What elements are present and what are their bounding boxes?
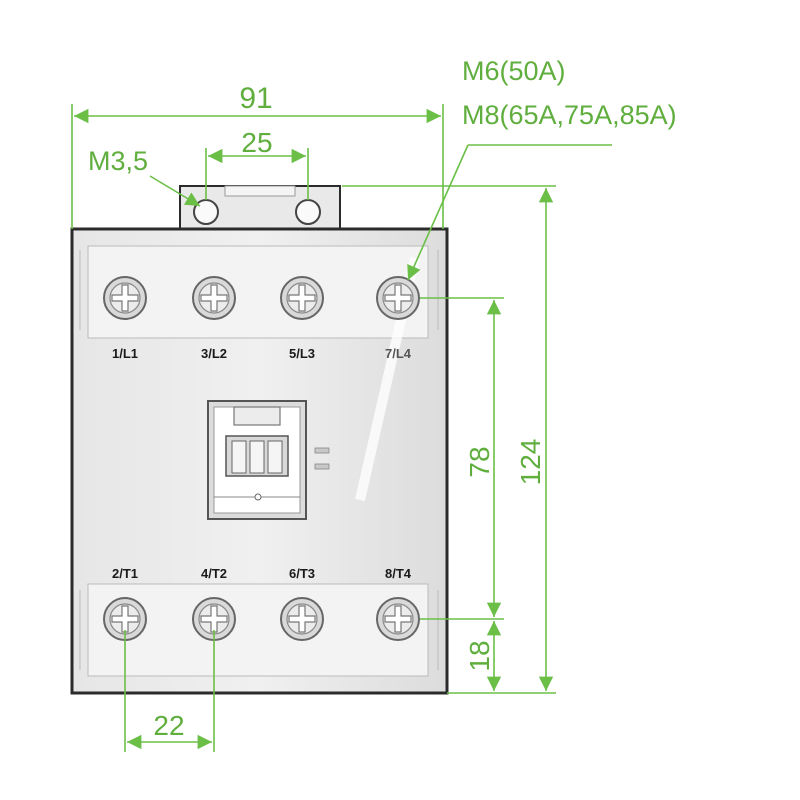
- indicator-slot: [314, 463, 330, 470]
- dimension-screw-spacing-top: 25: [205, 127, 309, 200]
- dimension-value: 22: [153, 710, 184, 741]
- terminal-screw: [103, 276, 147, 320]
- dimension-value: 78: [464, 446, 495, 477]
- terminal-screw: [376, 276, 420, 320]
- callout-small-screw: M3,5: [88, 146, 201, 207]
- dimension-value: 124: [515, 439, 546, 486]
- terminal-label-bottom: 8/T4: [385, 566, 412, 581]
- indicator-slot: [314, 447, 330, 454]
- terminal-label-top: 5/L3: [289, 346, 315, 361]
- terminal-label-bottom: 6/T3: [289, 566, 315, 581]
- dimension-bottom-offset: 18: [464, 621, 502, 691]
- callout-text: M3,5: [88, 146, 148, 176]
- armature-window: [207, 400, 307, 520]
- dimension-overall-height: 124: [342, 185, 556, 694]
- mounting-hole: [193, 199, 219, 225]
- dimension-value: 18: [464, 640, 495, 671]
- dimension-value: 91: [239, 82, 272, 115]
- dimension-value: 25: [241, 127, 272, 158]
- terminal-screw: [376, 597, 420, 641]
- terminal-label-top: 1/L1: [112, 346, 138, 361]
- terminal-screw: [280, 276, 324, 320]
- terminal-label-top: 3/L2: [201, 346, 227, 361]
- mounting-hole: [295, 199, 321, 225]
- terminal-label-bottom: 2/T1: [112, 566, 138, 581]
- terminal-label-bottom: 4/T2: [201, 566, 227, 581]
- callout-text: M6(50A): [462, 56, 566, 86]
- dimension-overall-width: 91: [71, 82, 444, 229]
- terminal-label-top: 7/L4: [385, 346, 412, 361]
- terminal-screw: [280, 597, 324, 641]
- dimension-terminal-spacing: 78: [420, 297, 504, 620]
- dimension-screw-spacing-bottom: 22: [124, 630, 215, 752]
- callout-text: M8(65A,75A,85A): [462, 100, 677, 130]
- terminal-screw: [192, 276, 236, 320]
- callout-terminal-screw: M6(50A) M8(65A,75A,85A): [407, 56, 677, 281]
